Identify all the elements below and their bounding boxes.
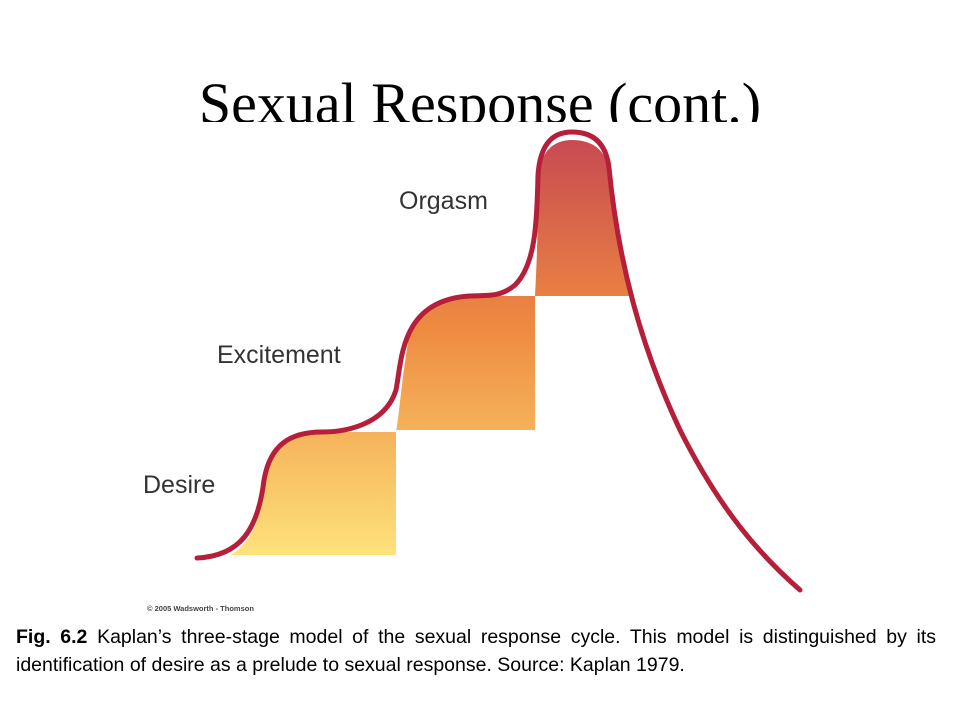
stage-label-desire: Desire — [143, 471, 215, 499]
figure-caption: Fig. 6.2 Kaplan’s three-stage model of t… — [16, 623, 936, 679]
stage-fill-area — [230, 140, 633, 555]
response-curve — [194, 129, 803, 593]
figure-number: Fig. 6.2 — [16, 626, 88, 648]
stage-label-excitement: Excitement — [217, 341, 341, 369]
slide-title: Sexual Response (cont.) — [198, 71, 762, 122]
copyright-notice: © 2005 Wadsworth - Thomson — [147, 604, 254, 613]
stage-label-orgasm: Orgasm — [399, 187, 488, 215]
caption-text: Kaplan’s three-stage model of the sexual… — [16, 626, 936, 676]
